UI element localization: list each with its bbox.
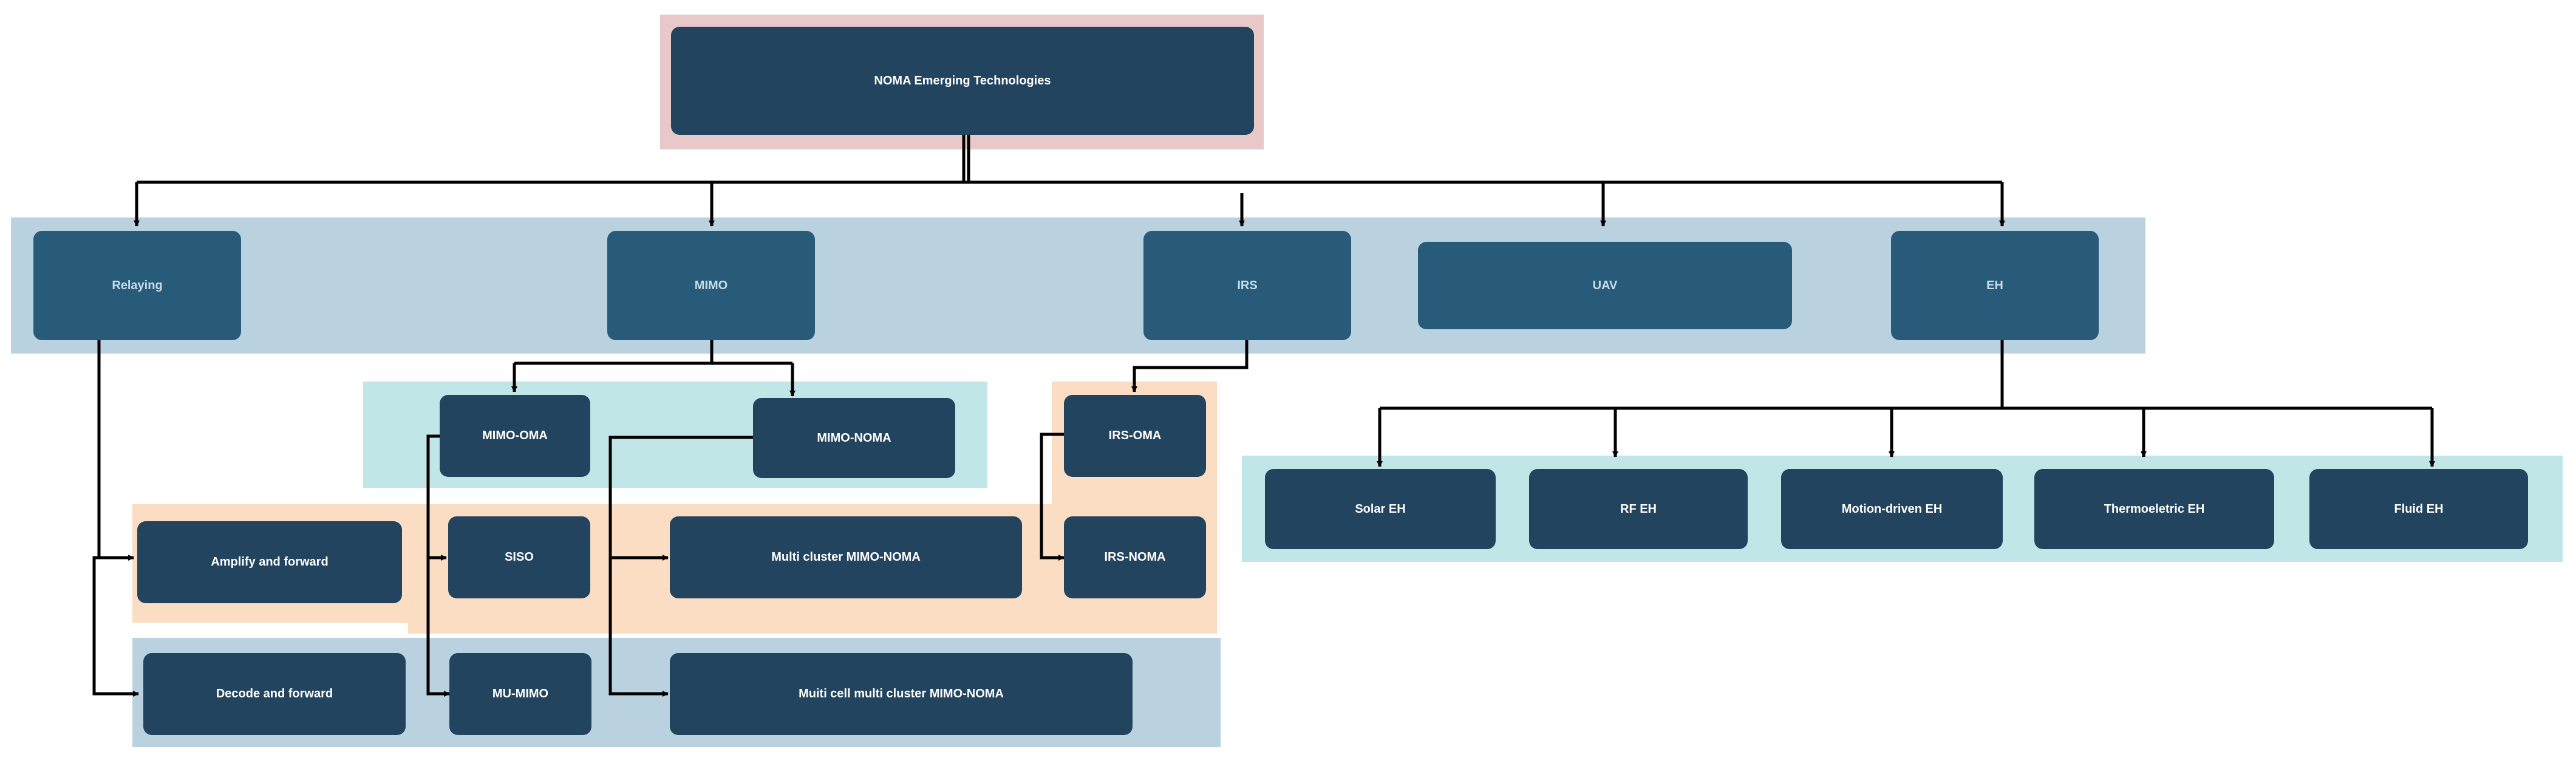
- edge-irsoma-noma: [1040, 433, 1066, 561]
- edge-mimonoma-cell: [608, 558, 669, 697]
- node-uav: UAV: [1418, 242, 1792, 329]
- node-siso: SISO: [448, 516, 590, 598]
- edge-mimooma-siso: [426, 434, 447, 561]
- node-mimo-oma: MIMO-OMA: [440, 395, 590, 477]
- node-irs-noma: IRS-NOMA: [1064, 516, 1206, 598]
- node-multi-cell: Muiti cell multi cluster MIMO-NOMA: [670, 653, 1133, 735]
- node-amplify-forward: Amplify and forward: [137, 521, 402, 603]
- node-irs-oma: IRS-OMA: [1064, 395, 1206, 477]
- node-motion-eh: Motion-driven EH: [1781, 469, 2003, 549]
- node-mimo-noma: MIMO-NOMA: [753, 398, 955, 478]
- edge-irs-bus: [1131, 340, 1249, 392]
- node-fluid-eh: Fluid EH: [2309, 469, 2528, 549]
- root-node: NOMA Emerging Technologies: [671, 27, 1254, 135]
- node-eh: EH: [1891, 231, 2099, 340]
- edge-relaying-decode: [92, 556, 139, 697]
- edge-mimonoma-cluster: [608, 436, 753, 561]
- node-relaying: Relaying: [33, 231, 241, 340]
- node-thermo-eh: Thermoeletric EH: [2034, 469, 2274, 549]
- node-mu-mimo: MU-MIMO: [449, 653, 591, 735]
- node-solar-eh: Solar EH: [1265, 469, 1496, 549]
- node-mimo: MIMO: [607, 231, 815, 340]
- node-rf-eh: RF EH: [1529, 469, 1748, 549]
- edge-mimo-bus: [514, 340, 792, 365]
- edge-eh-bus: [1380, 340, 2432, 410]
- edge-relaying-trunk: [97, 340, 134, 561]
- node-irs: IRS: [1143, 231, 1351, 340]
- node-multi-cluster: Multi cluster MIMO-NOMA: [670, 516, 1022, 598]
- node-decode-forward: Decode and forward: [143, 653, 406, 735]
- edge-mimooma-mumimo: [426, 558, 450, 697]
